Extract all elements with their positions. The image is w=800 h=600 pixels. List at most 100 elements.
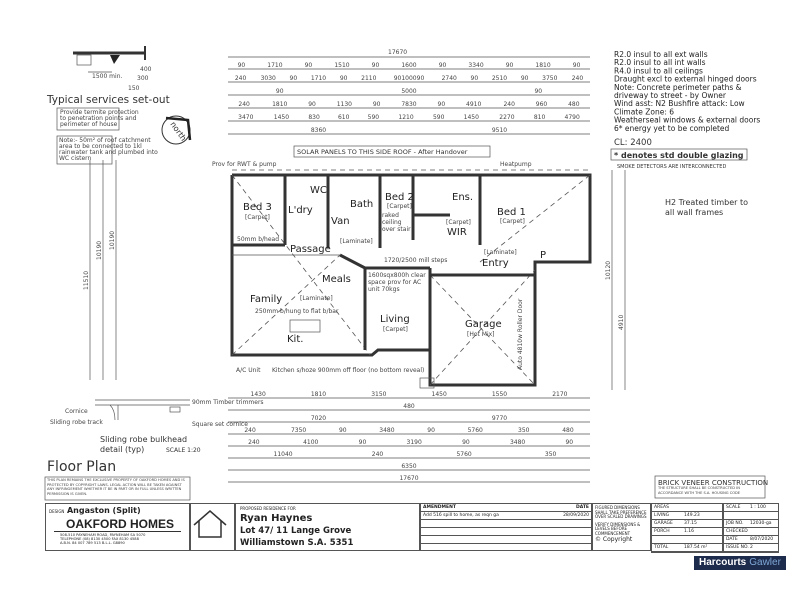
- termite-note: perimeter of house: [60, 121, 118, 128]
- spec-note-line: Wind asst: N2 Bushfire attack: Low: [614, 99, 745, 108]
- svg-text:SCALE 1:20: SCALE 1:20: [166, 447, 201, 454]
- dim-label: 480: [403, 403, 415, 410]
- dim-label: 400: [140, 66, 152, 73]
- room-living: Living: [380, 314, 410, 325]
- svg-text:10190: 10190: [96, 241, 103, 260]
- logo-box: [190, 503, 235, 551]
- dim-label: 90: [439, 62, 447, 69]
- dim-label: 90: [427, 427, 435, 434]
- dim-label: 90: [372, 62, 380, 69]
- services-title: Typical services set-out: [46, 94, 170, 106]
- ceiling-height: CL: 2400: [614, 138, 652, 148]
- amendment-text: Add 516 spill to home, as reqn ga: [423, 513, 499, 518]
- dim-label: 1450: [432, 391, 447, 398]
- svg-text:[Hot Mix]: [Hot Mix]: [467, 331, 495, 338]
- dim-label: 1550: [492, 391, 507, 398]
- dim-label: 1600: [401, 62, 416, 69]
- termite-note: to penetration points and: [60, 115, 137, 122]
- amendment-date: 28/09/2020: [563, 513, 589, 518]
- dim-label: 17670: [399, 475, 418, 482]
- svg-text:1720/2500 mill steps: 1720/2500 mill steps: [384, 257, 447, 264]
- svg-text:4910: 4910: [618, 315, 625, 330]
- spec-note-line: driveway to street - by Owner: [614, 91, 727, 100]
- dim-label: 810: [534, 114, 546, 121]
- floor-plan-title: Floor Plan: [47, 459, 116, 475]
- spec-note-line: Note: Concrete perimeter paths &: [614, 83, 742, 92]
- dim-label: 1710: [267, 62, 282, 69]
- dim-label: 90: [340, 75, 348, 82]
- dim-label: 6350: [401, 463, 416, 470]
- dim-label: 1450: [274, 114, 289, 121]
- rwt-note: Prov for RWT & pump: [212, 161, 277, 168]
- area-row: [652, 536, 722, 544]
- dim-label: 240: [248, 439, 260, 446]
- meta-row: JOB NO.12030-ga: [724, 520, 778, 528]
- spec-note-line: R2.0 insul to all ext walls: [614, 50, 708, 59]
- dim-label: 3480: [379, 427, 394, 434]
- dim-label: 90100090: [394, 75, 425, 82]
- dim-label: 3190: [407, 439, 422, 446]
- dim-label: 5000: [401, 88, 416, 95]
- tank-note: area to be connected to 1kl: [59, 143, 142, 150]
- copyright-notice: THIS PLAN REMAINS THE EXCLUSIVE PROPERTY…: [47, 478, 185, 496]
- dim-label: 1130: [337, 101, 352, 108]
- dim-label: 590: [368, 114, 380, 121]
- dim-label: 350: [545, 451, 557, 458]
- termite-note: Provide termite protection: [60, 109, 139, 116]
- dim-label: 350: [518, 427, 530, 434]
- dim-label: 7830: [401, 101, 416, 108]
- tank-note: Note:- 50m² of roof catchment: [59, 137, 151, 144]
- room-ensuite: Ens.: [452, 192, 473, 203]
- dim-label: 90: [276, 88, 284, 95]
- room-passage: Passage: [290, 244, 331, 255]
- dim-label: 4910: [466, 101, 481, 108]
- dim-label: 1500 min.: [92, 73, 122, 80]
- dim-label: 3340: [468, 62, 483, 69]
- dim-label: 90: [573, 62, 581, 69]
- svg-text:10120: 10120: [605, 261, 612, 280]
- dim-label: 90: [521, 75, 529, 82]
- tank-note: WC cistern: [59, 155, 92, 162]
- svg-text:[Carpet]: [Carpet]: [383, 326, 408, 333]
- dim-label: 1210: [398, 114, 413, 121]
- dim-label: 4100: [303, 439, 318, 446]
- svg-text:50mm b/head: 50mm b/head: [237, 236, 279, 243]
- services-detail: 1500 min. 400 300 150 Typical services s…: [46, 46, 192, 165]
- spec-note-line: 6* energy yet to be completed: [614, 124, 730, 133]
- dim-label: 2110: [361, 75, 376, 82]
- dim-label: 1450: [464, 114, 479, 121]
- dim-label: 240: [572, 75, 584, 82]
- dim-label: 90: [339, 427, 347, 434]
- room-meals: Meals: [322, 274, 351, 285]
- svg-text:Sliding robe bulkhead: Sliding robe bulkhead: [100, 435, 187, 444]
- dim-label: 610: [338, 114, 350, 121]
- spec-note-line: Weatherseal windows & external doors: [614, 116, 760, 125]
- dim-label: 1710: [311, 75, 326, 82]
- dim-label: 90: [290, 75, 298, 82]
- dim-label: 90: [438, 101, 446, 108]
- dim-label: 90: [462, 439, 470, 446]
- glazing-note: * denotes std double glazing: [614, 151, 744, 160]
- spec-note-line: R2.0 insul to all int walls: [614, 58, 706, 67]
- svg-text:[Laminate]: [Laminate]: [484, 249, 517, 256]
- room-laundry: L'dry: [288, 205, 313, 216]
- svg-text:Cornice: Cornice: [65, 408, 88, 415]
- dim-label: 90: [373, 101, 381, 108]
- ac-space-note: 1600sqx800h clear space prov for AC unit…: [368, 272, 426, 293]
- meta-row: [724, 512, 778, 520]
- svg-text:[Carpet]: [Carpet]: [245, 214, 270, 221]
- client-block: PROPOSED RESIDENCE FOR Ryan Haynes Lot 4…: [235, 503, 420, 551]
- spec-note-line: Climate Zone: 6: [614, 107, 674, 116]
- dim-label: 2270: [499, 114, 514, 121]
- svg-text:Kitchen s/hoze 900mm off floor: Kitchen s/hoze 900mm off floor (no botto…: [272, 367, 424, 374]
- dim-label: 90: [565, 439, 573, 446]
